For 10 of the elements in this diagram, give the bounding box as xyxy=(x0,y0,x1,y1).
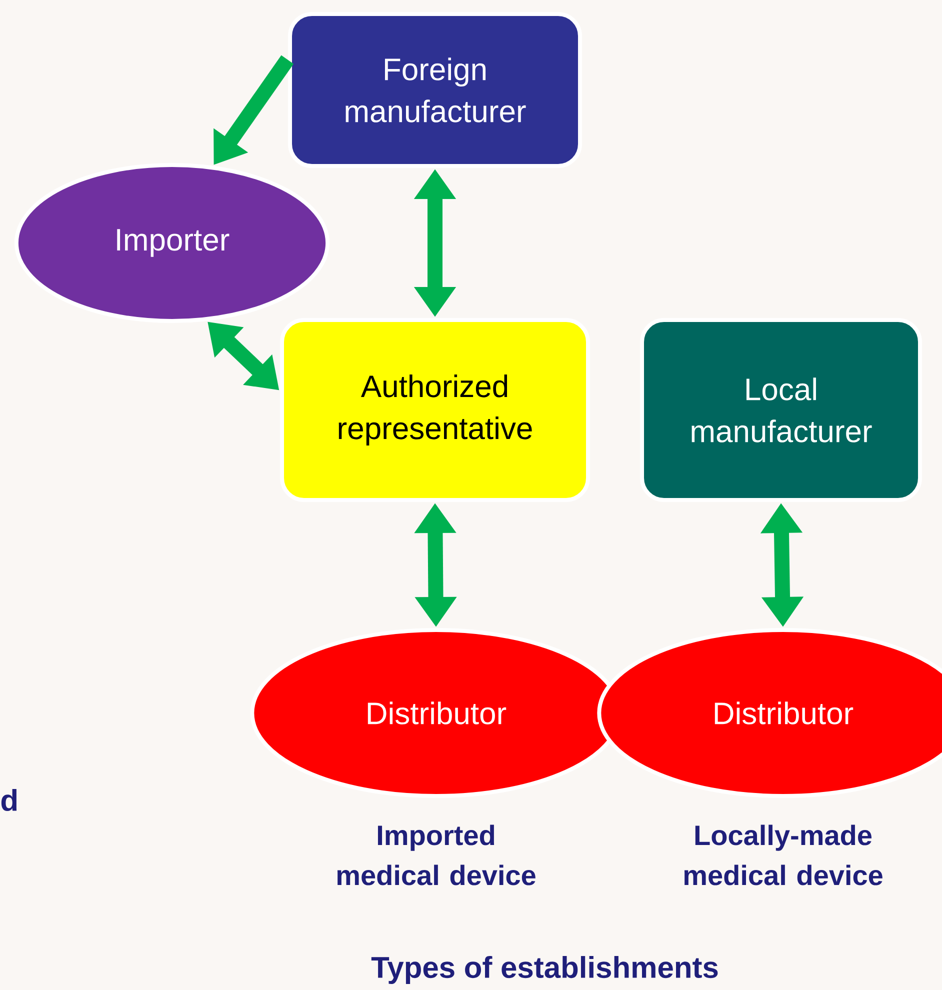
ellipse-node: Distributor xyxy=(597,628,942,798)
ellipse-node: Importer xyxy=(14,163,330,323)
caption-text: Locally-made medical device xyxy=(684,824,882,886)
ellipse-node: Distributor xyxy=(250,628,622,798)
process-box: Foreign manufacturer xyxy=(288,12,582,168)
cut-text: d xyxy=(1,789,17,812)
process-box: Authorized representative xyxy=(280,318,590,502)
caption: Types of establishments xyxy=(371,956,718,984)
caption-text: Imported medical device xyxy=(337,824,536,886)
process-box: Local manufacturer xyxy=(640,318,922,502)
